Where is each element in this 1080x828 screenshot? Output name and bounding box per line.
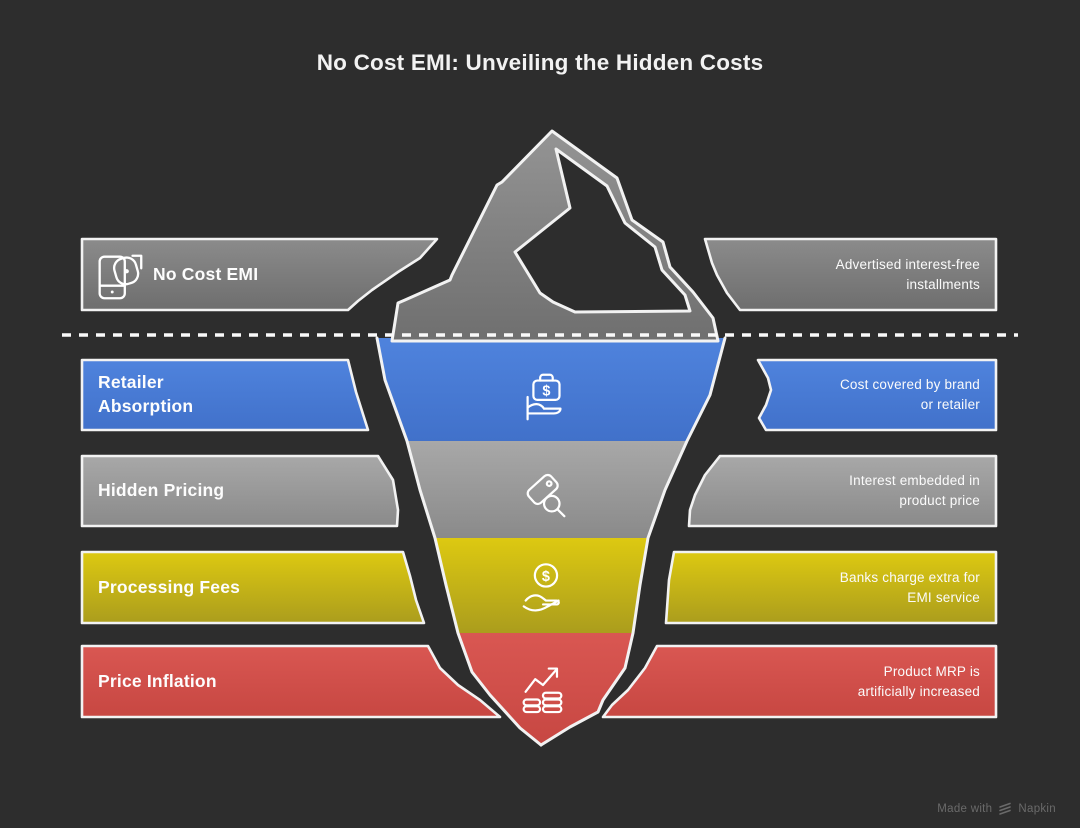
band-left-processing-fees bbox=[80, 550, 426, 625]
band-left-no-cost-emi bbox=[80, 237, 439, 312]
band-left-price-inflation bbox=[80, 644, 502, 719]
band-right-processing-fees bbox=[664, 550, 998, 625]
coin-hand-icon: $ bbox=[522, 563, 560, 612]
band-right-retailer-absorption bbox=[756, 358, 998, 432]
watermark-brand: Napkin bbox=[1018, 802, 1056, 815]
band-left-retailer-absorption bbox=[80, 358, 370, 432]
page-title: No Cost EMI: Unveiling the Hidden Costs bbox=[316, 50, 764, 75]
desc-price-inflation: Product MRP is artificially increased bbox=[857, 663, 980, 699]
iceberg-tip bbox=[390, 129, 720, 343]
svg-text:$: $ bbox=[542, 569, 550, 585]
svg-text:$: $ bbox=[542, 384, 550, 400]
iceberg-underwater-funnel bbox=[375, 336, 727, 747]
label-hidden-pricing: Hidden Pricing bbox=[98, 480, 225, 501]
desc-retailer-absorption: Cost covered by brand or retailer bbox=[839, 377, 980, 412]
band-left-hidden-pricing bbox=[80, 454, 400, 528]
coins-growth-icon bbox=[522, 667, 563, 714]
label-price-inflation: Price Inflation bbox=[98, 670, 217, 691]
desc-no-cost-emi: Advertised interest-free installments bbox=[835, 256, 980, 292]
band-right-no-cost-emi bbox=[703, 237, 998, 312]
label-retailer-absorption: Retailer Absorption bbox=[98, 372, 194, 416]
briefcase-dollar-icon: $ bbox=[526, 373, 562, 421]
desc-hidden-pricing: Interest embedded in product price bbox=[849, 473, 980, 508]
label-no-cost-emi: No Cost EMI bbox=[153, 263, 259, 284]
desc-processing-fees: Banks charge extra for EMI service bbox=[839, 569, 980, 605]
watermark-prefix: Made with bbox=[937, 802, 993, 815]
napkin-logo-icon bbox=[999, 802, 1012, 815]
band-right-price-inflation bbox=[601, 644, 998, 719]
label-processing-fees: Processing Fees bbox=[98, 576, 241, 597]
price-tag-search-icon bbox=[526, 473, 566, 518]
band-right-hidden-pricing bbox=[687, 454, 998, 528]
watermark: Made with Napkin bbox=[937, 801, 1056, 816]
phone-payment-icon bbox=[98, 254, 143, 300]
